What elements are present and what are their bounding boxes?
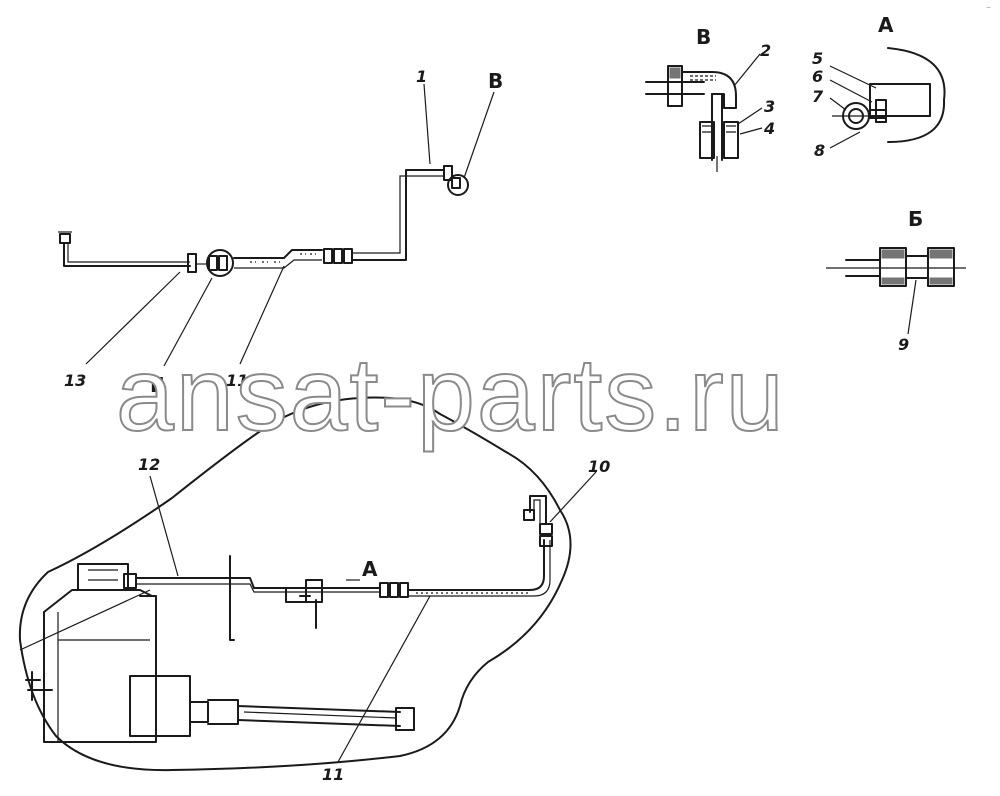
hose-11-upper — [233, 249, 323, 259]
left-end-fitting — [59, 233, 71, 244]
pipe-12 — [135, 577, 381, 589]
callout-7: 7 — [812, 87, 824, 106]
callout-11-upper: 11 — [226, 371, 248, 390]
callout-11-lower: 11 — [322, 765, 344, 784]
corner-mark: – — [986, 2, 991, 13]
pipe-13 — [63, 242, 191, 267]
callout-6: 6 — [812, 67, 823, 86]
ref-view-b: В — [488, 69, 503, 93]
pipe-1 — [351, 169, 445, 261]
callout-10: 10 — [588, 457, 610, 476]
callout-13: 13 — [64, 371, 86, 390]
callout-2: 2 — [760, 41, 771, 60]
callout-8: 8 — [814, 141, 825, 160]
detail-circle-v — [447, 174, 469, 196]
view-a-detail: А 5 6 7 8 — [812, 13, 946, 160]
callout-9: 9 — [898, 335, 909, 354]
pipe-clamp — [187, 253, 197, 273]
callout-3: 3 — [764, 97, 775, 116]
callout-4: 4 — [763, 119, 775, 138]
callout-12: 12 — [138, 455, 160, 474]
view-v-title: В — [696, 25, 711, 49]
installation-area-outline — [18, 396, 572, 772]
detail-circle-be — [206, 249, 234, 277]
hose-11-lower — [407, 539, 545, 591]
view-a-title: А — [878, 13, 894, 37]
watermark-text: ansat-parts.ru — [116, 337, 786, 453]
view-v-detail: В 2 3 4 — [645, 25, 775, 172]
upper-pipeline — [58, 165, 469, 277]
view-be-title: Б — [908, 207, 923, 231]
callout-1: 1 — [416, 67, 427, 86]
callout-5: 5 — [812, 49, 823, 68]
ref-view-be: Б — [150, 373, 165, 397]
view-be-detail: Б 9 — [826, 207, 966, 354]
engine-unit — [19, 555, 415, 743]
ref-view-a: А — [362, 557, 378, 581]
lower-pipeline — [123, 495, 553, 629]
